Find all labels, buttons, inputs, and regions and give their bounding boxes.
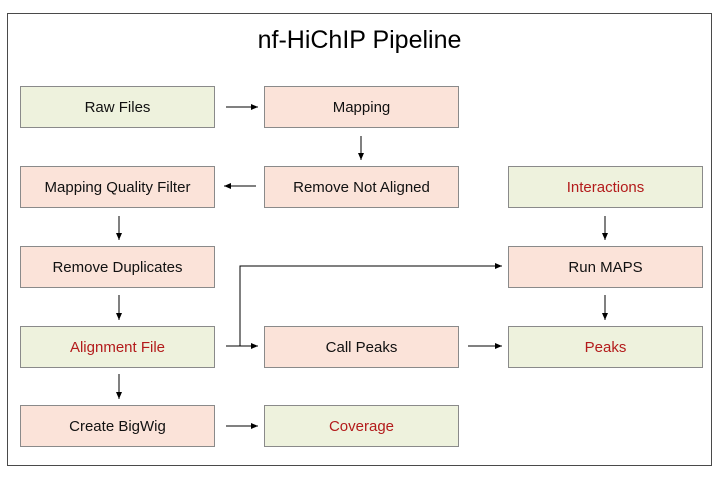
node-label: Raw Files (84, 98, 151, 116)
node-coverage: Coverage (264, 405, 459, 447)
node-remove-not-aligned: Remove Not Aligned (264, 166, 459, 208)
node-label: Call Peaks (325, 338, 398, 356)
node-label: Coverage (328, 417, 395, 435)
node-remove-duplicates: Remove Duplicates (20, 246, 215, 288)
node-label: Alignment File (69, 338, 166, 356)
edge-alignment-to-run-maps (226, 263, 502, 347)
node-label: Run MAPS (568, 258, 643, 276)
node-label: Remove Not Aligned (293, 178, 430, 196)
node-mapping-quality-filter: Mapping Quality Filter (20, 166, 215, 208)
node-create-bigwig: Create BigWig (20, 405, 215, 447)
node-peaks: Peaks (508, 326, 703, 368)
node-label: Create BigWig (69, 417, 166, 435)
node-label: Mapping (332, 98, 391, 116)
node-interactions: Interactions (508, 166, 703, 208)
node-mapping: Mapping (264, 86, 459, 128)
node-label: Interactions (566, 178, 645, 196)
node-run-maps: Run MAPS (508, 246, 703, 288)
diagram-frame (7, 13, 712, 466)
node-call-peaks: Call Peaks (264, 326, 459, 368)
diagram-title: nf-HiChIP Pipeline (257, 26, 462, 54)
node-label: Peaks (584, 338, 627, 356)
node-label: Mapping Quality Filter (44, 178, 191, 196)
node-raw-files: Raw Files (20, 86, 215, 128)
node-alignment-file: Alignment File (20, 326, 215, 368)
node-label: Remove Duplicates (52, 258, 183, 276)
